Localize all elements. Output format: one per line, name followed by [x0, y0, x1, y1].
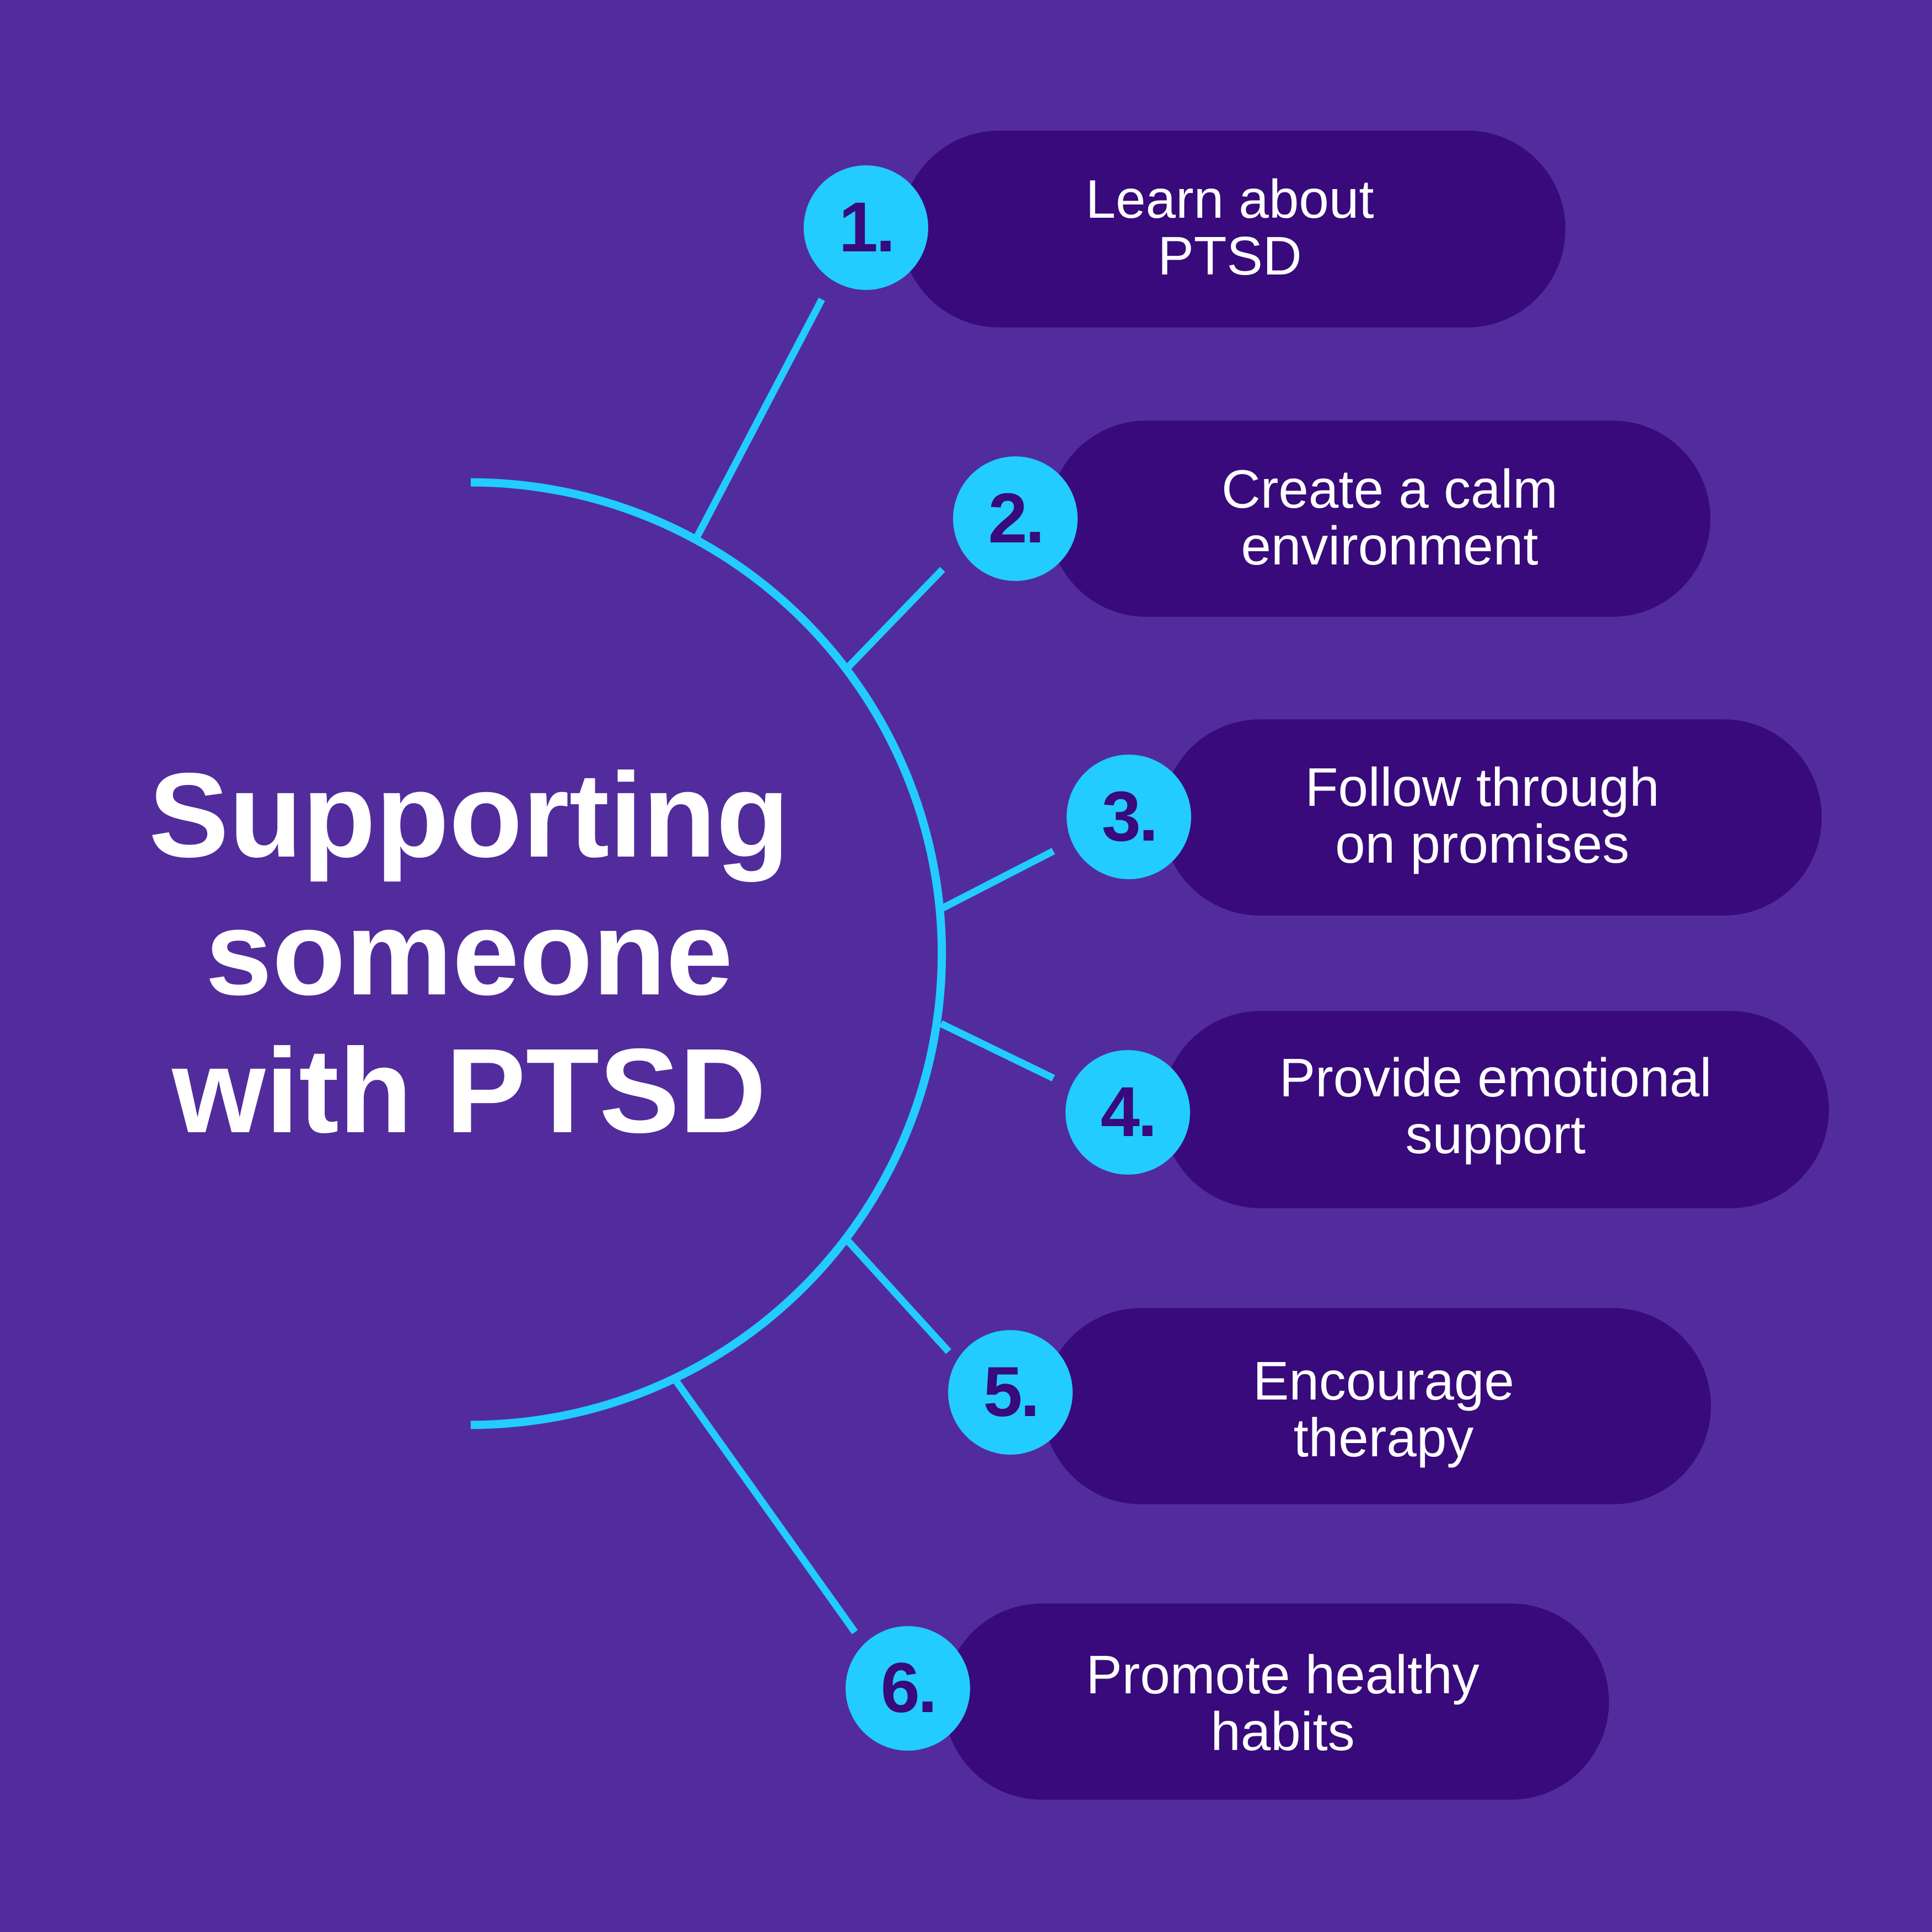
step-number-badge-1: 1. [804, 165, 928, 290]
step-label-6: Promote healthy habits [1086, 1646, 1479, 1760]
step-number-badge-4: 4. [1065, 1050, 1190, 1175]
step-label-line: habits [1210, 1701, 1355, 1762]
connector-line-3 [939, 848, 1055, 912]
step-label-line: support [1405, 1104, 1586, 1165]
step-pill-5 [1043, 1308, 1711, 1504]
step-label-line: environment [1241, 515, 1538, 576]
step-pill-4 [1162, 1011, 1829, 1208]
step-number-badge-6: 6. [846, 1626, 970, 1751]
page-title: Supporting someone with PTSD [149, 747, 789, 1160]
step-label-1: Learn about PTSD [1085, 171, 1374, 284]
step-label-line: PTSD [1158, 225, 1302, 286]
title-line: with PTSD [172, 1024, 766, 1158]
step-number: 2. [988, 479, 1045, 558]
step-number: 5. [983, 1353, 1040, 1431]
connector-line-2 [845, 567, 945, 670]
step-number-badge-3: 3. [1067, 755, 1191, 879]
step-label-2: Create a calm environment [1221, 461, 1558, 574]
title-line: Supporting [148, 749, 790, 882]
step-label-3: Follow through on promises [1305, 759, 1660, 873]
step-label-line: Follow through [1305, 757, 1660, 817]
step-pill-3 [1162, 719, 1822, 916]
step-number-badge-5: 5. [948, 1330, 1073, 1455]
step-pill-6 [944, 1603, 1609, 1800]
step-label-line: Promote healthy [1086, 1644, 1479, 1705]
step-label-line: Encourage [1252, 1350, 1515, 1411]
title-line: someone [205, 886, 733, 1020]
step-number-badge-2: 2. [953, 456, 1078, 581]
step-label-line: on promises [1335, 814, 1629, 874]
step-label-5: Encourage therapy [1253, 1353, 1514, 1466]
step-label-line: Provide emotional [1279, 1047, 1712, 1108]
connector-line-1 [693, 297, 825, 541]
connector-line-5 [845, 1238, 951, 1354]
step-number: 1. [838, 188, 896, 267]
central-arc [470, 478, 946, 1429]
step-pill-2 [1048, 421, 1710, 617]
step-number: 3. [1101, 777, 1159, 856]
step-label-4: Provide emotional support [1279, 1050, 1712, 1163]
connector-line-6 [673, 1379, 858, 1634]
step-number: 4. [1100, 1073, 1158, 1151]
step-label-line: therapy [1293, 1407, 1474, 1468]
connector-line-4 [939, 1020, 1055, 1081]
step-label-line: Create a calm [1221, 459, 1558, 519]
step-number: 6. [880, 1649, 938, 1728]
step-pill-1 [901, 131, 1565, 327]
step-label-line: Learn about [1085, 169, 1374, 229]
